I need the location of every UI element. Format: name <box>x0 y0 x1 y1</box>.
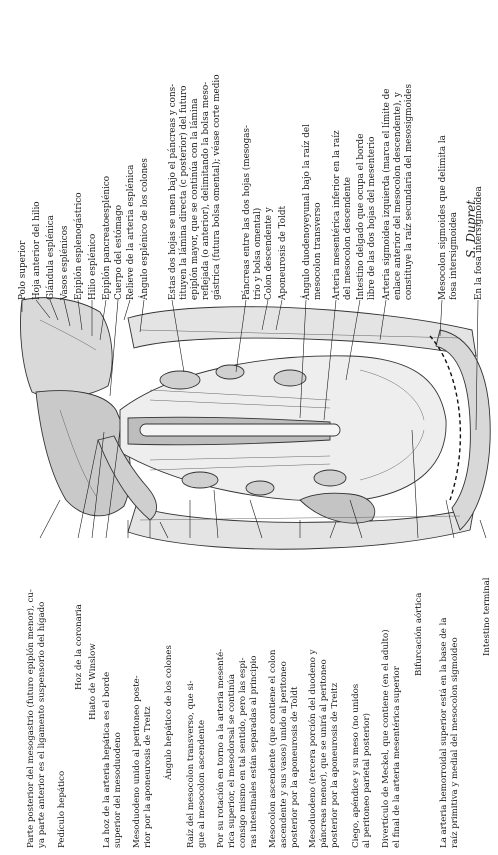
label: Raíz del mesocolon transverso, que si- <box>185 680 196 848</box>
label: constituye la raíz secundaria del mesosi… <box>403 84 414 300</box>
label: Ciego, apéndice y su meso (no unidos <box>350 684 361 848</box>
label: Bifurcación aórtica <box>413 593 424 676</box>
label: Arteria sigmoidea izquierda (marca el lí… <box>381 89 392 301</box>
label: rior por la aponeurosis de Treitz <box>143 706 153 848</box>
label: Ángulo esplénico de los colones <box>138 158 150 301</box>
intestinal-loop <box>182 472 218 488</box>
label: Hiato de Winslow <box>88 643 98 720</box>
label: Hilio esplénico <box>87 234 98 300</box>
label: Hoz de la coronaria <box>74 604 84 690</box>
label: Mesocolon sigmoides que delimita la <box>438 135 448 300</box>
aorta <box>140 424 340 436</box>
label: Ángulo duodenoyeyunal bajo la raíz del <box>300 124 312 301</box>
label: superior del mesoduodeno <box>113 732 123 848</box>
label: el final de la arteria mesentérica super… <box>391 665 402 848</box>
mesentery-illustration <box>20 298 490 550</box>
label: Ángulo hepático de los colones <box>162 645 174 781</box>
label: fosa intersigmoidea <box>449 212 459 300</box>
cecum <box>300 493 375 523</box>
label: ras intestinales están separadas al prin… <box>248 656 259 848</box>
label: Mesocolon ascendente (que contiene el co… <box>267 649 278 848</box>
label: Mesoduodeno unido al peritoneo poste- <box>132 675 142 848</box>
signature: S. Dupret <box>464 200 478 258</box>
label: Parte posterior del mesogastrio (futuro … <box>25 589 36 848</box>
intestinal-loop <box>216 365 244 379</box>
label: Arteria mesentérica inferior en la raíz <box>331 130 342 301</box>
intestinal-loop <box>314 470 346 486</box>
label: ascendente y sus vasos) unido al periton… <box>278 661 289 848</box>
label: La arteria hemorroidal superior está en … <box>438 618 449 848</box>
label: ya parte anterior es el ligamento suspen… <box>36 602 47 849</box>
label: La hoz de la arteria hepática es el bord… <box>101 672 112 848</box>
label: raíz primitiva y medial del mesocolon si… <box>449 637 460 848</box>
spleen <box>20 298 112 398</box>
label: páncreas menor), que se unirá al periton… <box>318 659 329 848</box>
label: gue al mesocolon ascendente <box>197 720 207 848</box>
label: epiplón mayor, que se continúa con la lá… <box>189 98 200 300</box>
label: mesocolon transverso <box>313 202 323 300</box>
intestinal-loop <box>160 371 200 389</box>
intestinal-loop <box>274 370 306 386</box>
labels-bottom: Parte posterior del mesogastrio (futuro … <box>25 577 492 849</box>
label: tituyen la lámina directa (c posterior) … <box>178 86 189 300</box>
label: Intestino terminal <box>482 577 492 656</box>
label: libre de las dos hojas del mesenterio <box>367 137 377 300</box>
label: Por su rotación en torno a la arteria me… <box>215 649 226 848</box>
label: enlace anterior del mesocolon descendent… <box>392 92 403 300</box>
label: posterior por la aponeurosis de Treitz <box>330 682 340 848</box>
label: Colon descendente y <box>264 207 274 300</box>
label: rica superior, el mesodorsal se continúa <box>226 674 237 848</box>
label: Mesoduodeno (tercera porción del duodeno… <box>307 649 318 848</box>
label: gástrica (futura bolsa omental); véase c… <box>211 75 222 301</box>
label: Vasos esplénicos <box>59 225 70 301</box>
label: consigo mismo en tal sentido, pero las e… <box>238 657 248 848</box>
label: Páncreas entre las dos hojas (mesogas- <box>241 125 252 300</box>
labels-top: Polo superior Hoja anterior del hilio Gl… <box>18 75 484 302</box>
label: Glándula esplénica <box>45 215 56 300</box>
label: Relieve de la arteria esplénica <box>125 165 136 300</box>
label: Cuerpo del estómago <box>113 205 124 300</box>
label: Divertículo de Meckel, que contiene (en … <box>380 629 391 848</box>
label: al peritoneo parietal posterior) <box>361 713 372 848</box>
label: Epiplón esplenogástrico <box>73 192 84 300</box>
label: Polo superior <box>18 240 28 300</box>
intestinal-loop <box>246 481 274 495</box>
label: Pedículo hepático <box>56 771 67 848</box>
label: reflejada (o anterior), delimitando la b… <box>200 82 211 300</box>
label: posterior por la aponeurosis de Toldt <box>290 686 300 848</box>
ascending-colon <box>128 506 474 549</box>
label: Intestino delgado que ocupa el borde <box>356 134 366 300</box>
label: del mesocolon descendente <box>343 177 353 300</box>
label: Aponeurosis de Toldt <box>278 205 288 301</box>
label: trio y bolsa omental) <box>252 208 263 300</box>
label: Epiplón pancreatoesplénico <box>101 176 112 300</box>
label: Estas dos hojas se unen bajo el páncreas… <box>167 84 178 300</box>
label: Hoja anterior del hilio <box>32 201 42 300</box>
